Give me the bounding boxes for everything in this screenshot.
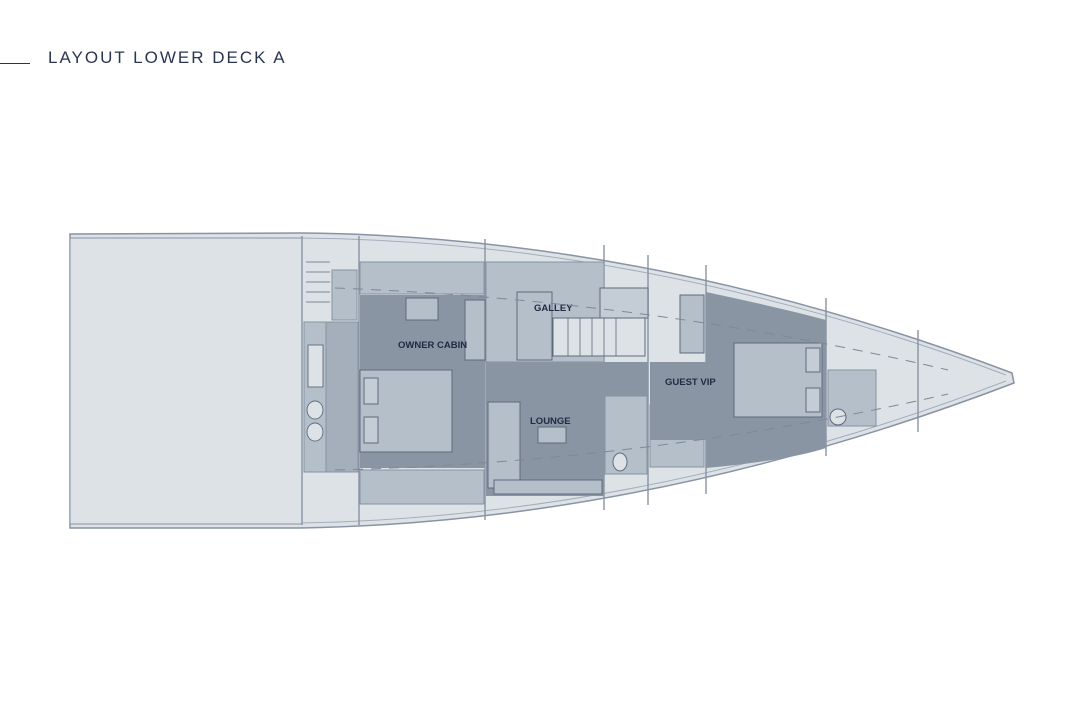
owner-ensuite-stripes bbox=[306, 261, 330, 303]
aft-garage bbox=[69, 237, 303, 525]
owner-cabinet bbox=[464, 299, 486, 361]
hull-inner-line bbox=[69, 237, 1007, 524]
lounge-sofa-side bbox=[487, 401, 521, 489]
header-rule bbox=[0, 62, 30, 64]
day-head-toilet bbox=[612, 452, 628, 472]
waterline-dash bbox=[334, 287, 949, 471]
galley-counter bbox=[516, 291, 553, 361]
owner-desk bbox=[405, 297, 439, 321]
owner-pillow-1 bbox=[363, 377, 379, 405]
guest-vip-wardrobe bbox=[679, 294, 705, 354]
page-title: LAYOUT LOWER DECK A bbox=[48, 48, 287, 67]
lounge-sofa-bottom bbox=[493, 479, 603, 495]
lounge-label: LOUNGE bbox=[530, 416, 571, 427]
galley-stairs bbox=[552, 317, 646, 357]
page-header: LAYOUT LOWER DECK A bbox=[0, 48, 287, 68]
guest-vip-pillow-1 bbox=[805, 347, 821, 373]
stair-treads bbox=[567, 318, 617, 356]
owner-wardrobe bbox=[331, 269, 358, 321]
owner-pillow-2 bbox=[363, 416, 379, 444]
owner-cabin-top-furniture bbox=[359, 261, 485, 295]
owner-ensuite-fixtures bbox=[306, 344, 324, 442]
owner-ensuite-shower bbox=[325, 321, 359, 473]
owner-cabin-label: OWNER CABIN bbox=[398, 340, 467, 351]
corridor bbox=[486, 362, 648, 396]
guest-vip-label: GUEST VIP bbox=[665, 377, 716, 388]
guest-vip-pillow-2 bbox=[805, 387, 821, 413]
owner-cabin-bottom-furniture bbox=[359, 469, 485, 505]
lounge-table bbox=[537, 426, 567, 444]
galley-cabinet bbox=[599, 287, 649, 319]
galley-label: GALLEY bbox=[534, 303, 573, 314]
